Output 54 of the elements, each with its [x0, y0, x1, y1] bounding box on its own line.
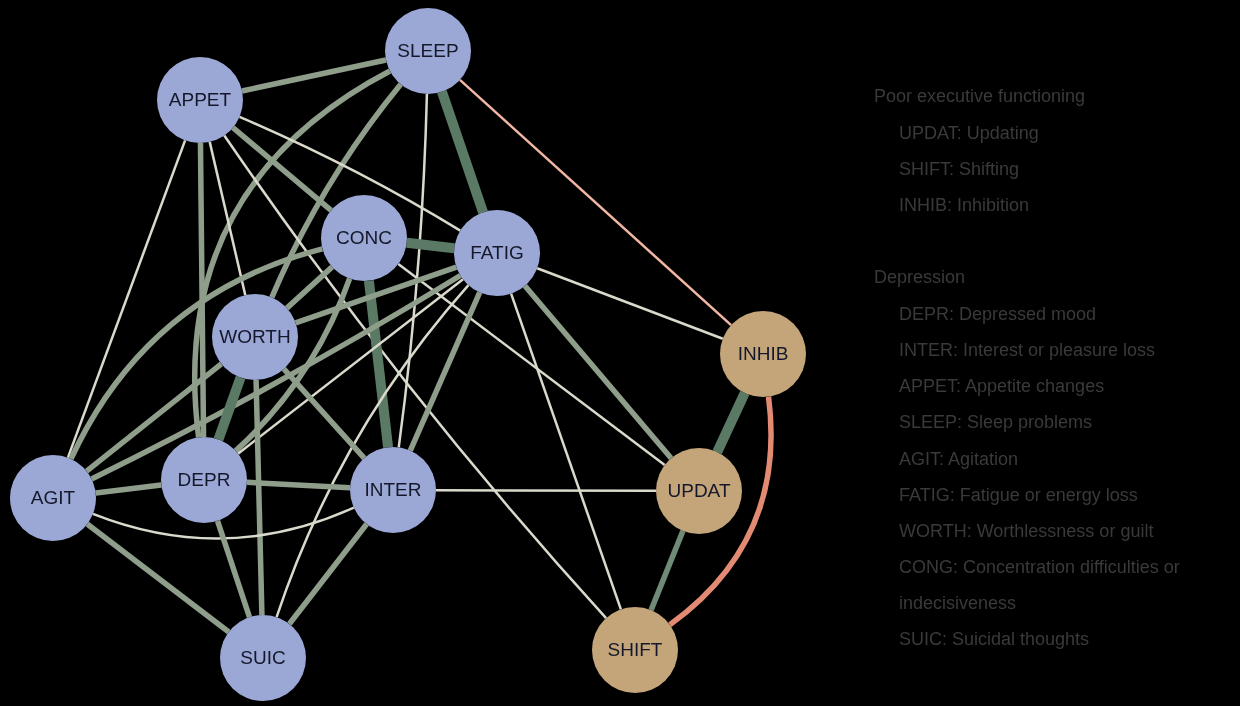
connection-line — [407, 291, 483, 452]
legend-text: CONG: Concentration difficulties or indecisiveness — [899, 556, 1181, 615]
connection-line — [233, 277, 353, 453]
connection-line — [437, 90, 488, 214]
connection-line — [668, 396, 774, 627]
connection-line — [536, 267, 724, 340]
connection-line — [285, 264, 334, 311]
connection-line — [237, 278, 464, 455]
connection-line — [397, 262, 666, 467]
legend-text: FATIG: Fatigue or energy loss — [899, 484, 1139, 507]
legend-text: Depression — [874, 266, 967, 289]
connection-line — [246, 479, 351, 491]
connection-line — [223, 134, 607, 619]
legend-text: SHIFT: Shifting — [899, 158, 1021, 181]
legend-text: Poor executive functioning — [874, 85, 1087, 108]
legend-text: WORTH: Worthlessness or guilt — [899, 520, 1155, 543]
connection-line — [459, 78, 732, 327]
connection-line — [239, 115, 461, 232]
legend-text: UPDAT: Updating — [899, 122, 1040, 145]
legend-text: SUIC: Suicidal thoughts — [899, 628, 1091, 651]
connection-line — [509, 293, 623, 610]
connection-line — [90, 273, 462, 482]
connection-line — [192, 68, 392, 438]
legend-text: SLEEP: Sleep problems — [899, 411, 1094, 434]
legend-text: INTER: Interest or pleasure loss — [899, 339, 1157, 362]
connection-line — [85, 521, 231, 635]
connection-line — [66, 139, 187, 459]
connection-line — [68, 246, 324, 461]
connection-line — [287, 522, 369, 626]
connection-line — [269, 82, 403, 299]
connection-line — [231, 125, 333, 213]
connection-line — [84, 361, 224, 474]
connection-line — [275, 284, 470, 618]
connection-line — [522, 284, 674, 460]
connection-line — [397, 93, 429, 448]
connection-line — [241, 57, 387, 94]
connection-line — [363, 280, 394, 448]
connection-line — [436, 488, 656, 493]
connection-line — [197, 142, 207, 438]
legend-text: AGIT: Agitation — [899, 448, 1020, 471]
connection-line — [213, 375, 246, 442]
connection-line — [208, 141, 247, 296]
connection-line — [294, 264, 458, 326]
legend-text: DEPR: Depressed mood — [899, 303, 1098, 326]
connection-line — [406, 237, 455, 254]
connection-line — [214, 519, 253, 619]
connection-line — [648, 529, 686, 612]
connection-line — [92, 506, 355, 540]
connection-line — [95, 482, 162, 496]
legend-text: APPET: Appetite changes — [899, 375, 1106, 398]
connection-line — [253, 379, 265, 616]
legend-text: INHIB: Inhibition — [899, 194, 1031, 217]
connection-line — [281, 367, 367, 460]
connection-line — [712, 390, 750, 455]
